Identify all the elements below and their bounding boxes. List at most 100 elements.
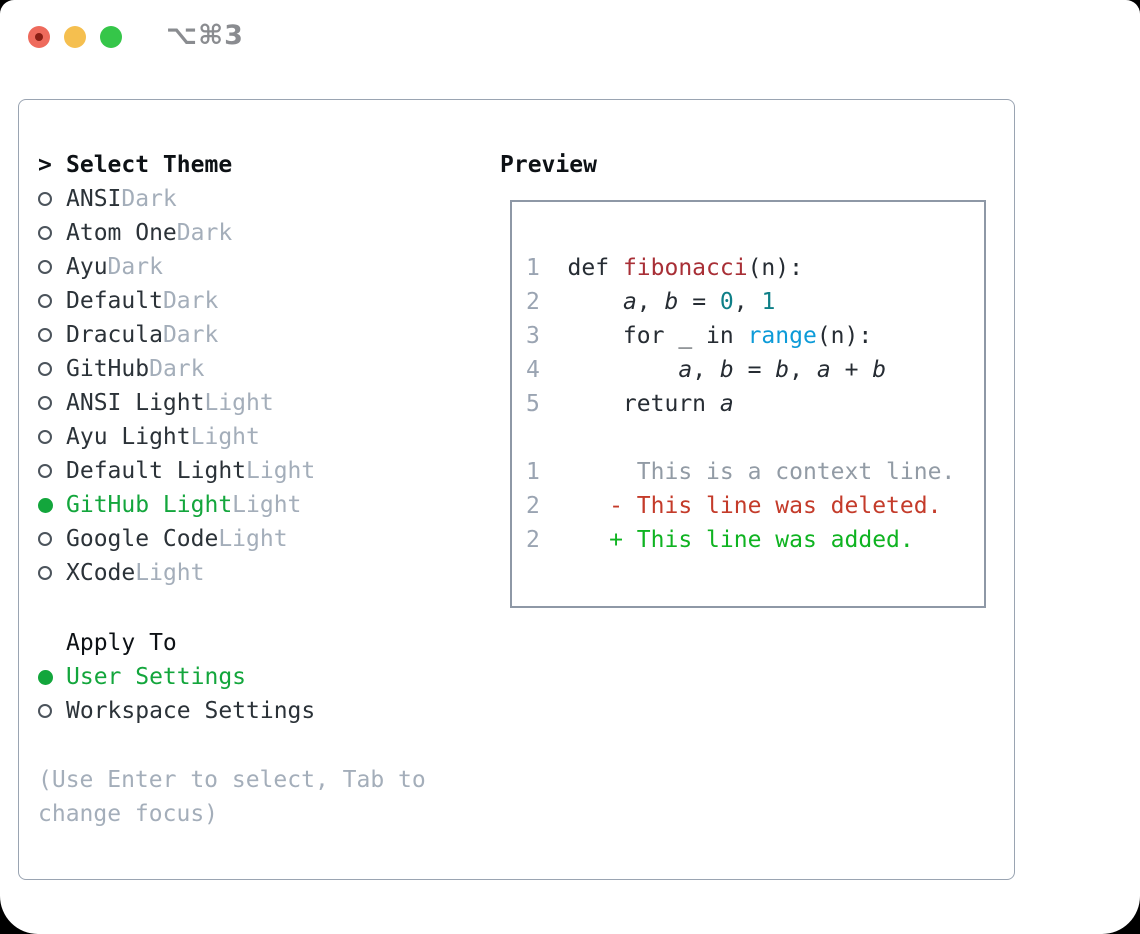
window-title: ⌥⌘3 [166,20,244,51]
theme-option-github[interactable]: GitHub Dark [38,352,315,386]
bullet-slot [38,192,66,206]
bullet-slot [38,497,66,513]
apply-option-workspace-settings[interactable]: Workspace Settings [38,694,315,728]
theme-variant-tag: Dark [162,322,219,348]
code-segment: = [678,289,720,315]
theme-variant-tag: Dark [162,288,219,314]
bullet-slot [38,362,66,376]
radio-unselected-icon [38,566,52,580]
theme-option-default[interactable]: Default Dark [38,284,315,318]
theme-option-label: ANSI Light [66,390,205,416]
preview-line: 5 return a [526,387,955,421]
code-segment: b [719,357,734,383]
theme-option-ayu-light[interactable]: Ayu Light Light [38,420,315,454]
theme-option-github-light[interactable]: GitHub Light Light [38,488,315,522]
preview-line: 4 a, b = b, a + b [526,353,955,387]
code-segment [568,357,679,383]
code-segment: a [816,357,831,383]
theme-option-ansi[interactable]: ANSI Dark [38,182,315,216]
code-segment: b [664,289,679,315]
theme-option-label: Atom One [66,220,177,246]
radio-unselected-icon [38,430,52,444]
preview-line: 1 This is a context line. [526,455,955,489]
preview-line: 1 def fibonacci(n): [526,251,955,285]
theme-option-default-light[interactable]: Default Light Light [38,454,315,488]
code-segment: range [747,323,817,349]
radio-unselected-icon [38,396,52,410]
zoom-button[interactable] [100,26,122,48]
code-segment: + This line was added. [539,527,914,553]
theme-option-atom-one[interactable]: Atom One Dark [38,216,315,250]
theme-option-google-code[interactable]: Google Code Light [38,522,315,556]
code-segment: 2 [526,527,540,553]
radio-selected-icon [38,497,53,513]
code-segment: b [872,357,887,383]
theme-option-label: Ayu [66,254,108,280]
preview-line: 2 + This line was added. [526,523,955,557]
radio-unselected-icon [38,260,52,274]
bullet-slot [38,704,66,718]
theme-variant-tag: Light [246,458,316,484]
theme-option-label: Default [66,288,163,314]
code-segment [568,289,623,315]
code-segment: 2 [526,289,568,315]
theme-option-ayu[interactable]: Ayu Dark [38,250,315,284]
code-segment: for _ in [567,323,748,349]
theme-variant-tag: Dark [121,186,177,212]
titlebar: ⌥⌘3 [0,0,1140,74]
radio-unselected-icon [38,532,52,546]
code-segment: 0 [719,289,734,315]
code-segment: fibonacci [622,255,748,281]
radio-unselected-icon [38,328,52,342]
preview-line: 2 - This line was deleted. [526,489,955,523]
code-segment: + [830,357,873,383]
apply-option-label: User Settings [66,664,247,690]
theme-list-title: Select Theme [66,152,233,178]
theme-option-label: Default Light [66,458,247,484]
radio-unselected-icon [38,294,52,308]
code-segment: b [775,357,790,383]
radio-unselected-icon [38,192,52,206]
theme-variant-tag: Dark [107,254,163,280]
code-segment: , [733,289,762,315]
minimize-button[interactable] [64,26,86,48]
code-segment: - This line was deleted. [539,493,942,519]
theme-option-label: Google Code [66,526,219,552]
preview-line [526,421,955,455]
code-segment: def [567,255,623,281]
code-segment: a [622,289,637,315]
theme-option-xcode[interactable]: XCode Light [38,556,315,590]
bullet-slot [38,328,66,342]
close-button[interactable] [28,26,50,48]
code-segment: 1 [526,459,540,485]
bullet-slot [38,566,66,580]
apply-option-user-settings[interactable]: User Settings [38,660,315,694]
bullet-slot [38,532,66,546]
theme-variant-tag: Dark [149,356,205,382]
bullet-slot [38,430,66,444]
bullet-slot [38,294,66,308]
code-segment: , [789,357,817,383]
theme-option-ansi-light[interactable]: ANSI Light Light [38,386,315,420]
radio-selected-icon [38,669,53,685]
theme-variant-tag: Light [218,526,288,552]
preview-line: 2 a, b = 0, 1 [526,285,955,319]
theme-variant-tag: Light [190,424,260,450]
theme-option-dracula[interactable]: Dracula Dark [38,318,315,352]
preview-title: Preview [500,152,597,178]
apply-option-label: Workspace Settings [66,698,316,724]
theme-variant-tag: Dark [176,220,233,246]
code-segment: a [719,391,734,417]
code-segment: , [636,289,665,315]
keyboard-hint: (Use Enter to select, Tab to change focu… [38,767,426,827]
theme-list-header-row: > Select Theme [38,148,315,182]
code-segment: (n): [747,255,803,281]
apply-to-header-row: Apply To [38,626,315,660]
code-segment: 2 [526,493,540,519]
code-segment: 1 [526,255,568,281]
code-segment: 1 [761,289,776,315]
bullet-slot [38,396,66,410]
